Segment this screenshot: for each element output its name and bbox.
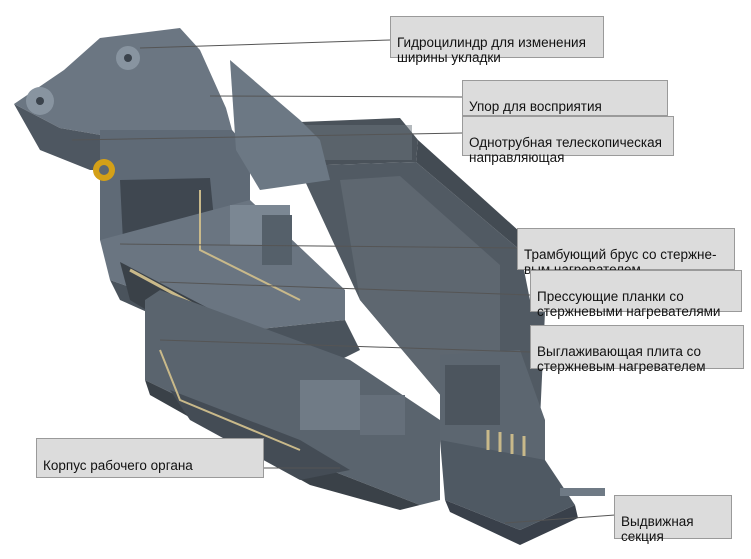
extension [440, 350, 605, 545]
leader-torque [209, 95, 463, 98]
leader-tamper [119, 243, 518, 249]
leader-smoothing [159, 339, 531, 353]
leader-pressing [159, 281, 531, 296]
label-extension-section: Выдвижная секция [614, 495, 732, 544]
label-tamper-bar: Трамбующий брус со стержне- вым нагреват… [517, 228, 735, 277]
leader-extension [504, 514, 616, 524]
label-working-body-housing: Корпус рабочего органа [36, 438, 264, 478]
leader-telescopic [71, 132, 463, 141]
housing [145, 290, 440, 510]
label-smoothing-plate: Выглаживающая плита со стержневым нагрев… [530, 325, 744, 374]
label-pressing-bars: Прессующие планки со стержневыми нагрева… [530, 270, 742, 319]
label-hydraulic-cylinder: Гидроцилиндр для изменения ширины укладк… [390, 16, 604, 65]
label-telescopic-guide: Однотрубная телескопическая направляющая [462, 116, 674, 165]
leader-hydraulic [139, 39, 391, 49]
label-torque-stop: Упор для восприятия крутяще- го момента [462, 80, 668, 144]
